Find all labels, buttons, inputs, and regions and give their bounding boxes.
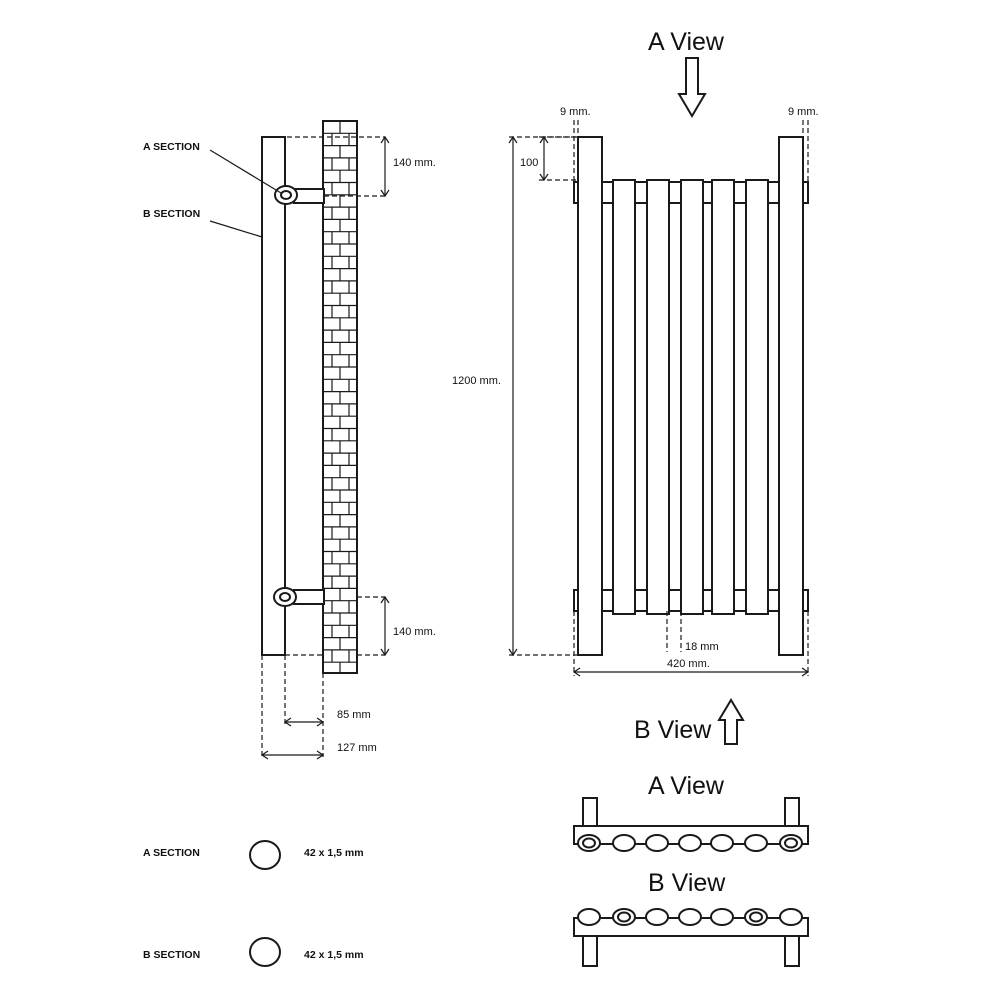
b-view-tube-circle (710, 908, 734, 926)
b-view-label: B View (648, 869, 726, 897)
legend-b-section-label: B SECTION (143, 949, 200, 961)
legend-b-section-spec: 42 x 1,5 mm (304, 949, 364, 961)
dim-9-right-label: 9 mm. (788, 106, 819, 118)
legend-b-section-circle (249, 937, 281, 967)
b-view-connection-ring (617, 911, 631, 923)
dim-9mm: 9 mm. 9 mm. (560, 106, 819, 182)
a-view-plan: A View (573, 772, 809, 852)
b-view-tube-circle (612, 908, 636, 926)
a-view-connection-ring (784, 837, 798, 849)
a-view-tube-circle (744, 834, 768, 852)
radiator-tube (745, 179, 769, 615)
top-bracket (274, 185, 325, 205)
top-bracket-hole (280, 190, 292, 200)
radiator-tube (680, 179, 704, 615)
b-view-plan: B View (573, 869, 809, 967)
label-a-section: A SECTION (143, 141, 200, 153)
radiator-tube (711, 179, 735, 615)
a-view-right-post (784, 797, 800, 827)
section-legend: A SECTION 42 x 1,5 mm B SECTION 42 x 1,5… (143, 840, 364, 967)
brick-wall (322, 120, 358, 674)
dim-18-label: 18 mm (685, 641, 719, 653)
b-view-tube-circle (645, 908, 669, 926)
right-post (778, 136, 804, 656)
bottom-bracket-ring (273, 587, 297, 607)
dim-100: 100 (520, 135, 578, 182)
dim-bottom-widths: 85 mm 127 mm (260, 655, 377, 760)
a-view-tube-sections (577, 834, 803, 852)
b-view-right-post (784, 935, 800, 967)
radiator-tube (612, 179, 636, 615)
legend-a-section-circle (249, 840, 281, 870)
bottom-bracket (273, 587, 325, 607)
dim-420-label: 420 mm. (667, 658, 710, 670)
leader-b-section (209, 220, 263, 238)
dim-100-label: 100 (520, 157, 538, 169)
dim-bottom-140-label: 140 mm. (393, 626, 436, 638)
dim-9-left-label: 9 mm. (560, 106, 591, 118)
legend-a-section-spec: 42 x 1,5 mm (304, 847, 364, 859)
vertical-tubes (612, 179, 769, 615)
side-view: A SECTION B SECTION 140 mm. 140 mm. (143, 120, 436, 760)
dim-bottom-140: 140 mm. (285, 595, 436, 657)
a-view-title: A View (648, 28, 725, 56)
b-view-tube-circle (577, 908, 601, 926)
a-view-tube-circle (577, 834, 601, 852)
dim-18: 18 mm (666, 611, 719, 653)
left-post (577, 136, 603, 656)
b-view-tube-sections (577, 908, 803, 926)
front-view: A View 9 mm. 9 mm. 100 (452, 28, 819, 745)
a-view-arrow-icon (677, 57, 707, 118)
a-view-tube-circle (645, 834, 669, 852)
dim-top-140: 140 mm. (287, 135, 436, 198)
brick-pattern (323, 121, 357, 673)
leader-a-section (209, 149, 282, 194)
dim-420: 420 mm. (572, 611, 810, 677)
b-view-connection-ring (749, 911, 763, 923)
bottom-bracket-arm (293, 589, 325, 605)
b-view-arrow-icon (717, 698, 745, 745)
bottom-bracket-hole (279, 592, 291, 602)
radiator-side-tube (261, 136, 286, 656)
a-view-connection-ring (582, 837, 596, 849)
dim-127-label: 127 mm (337, 742, 377, 754)
dim-1200: 1200 mm. (452, 135, 578, 657)
dim-1200-label: 1200 mm. (452, 375, 501, 387)
radiator-tube (646, 179, 670, 615)
a-view-tube-circle (710, 834, 734, 852)
a-view-tube-circle (779, 834, 803, 852)
b-view-left-post (582, 935, 598, 967)
top-bracket-arm (293, 188, 325, 204)
b-view-tube-circle (678, 908, 702, 926)
b-view-tube-circle (779, 908, 803, 926)
legend-a-section-label: A SECTION (143, 847, 200, 859)
a-view-tube-circle (678, 834, 702, 852)
label-b-section: B SECTION (143, 208, 200, 220)
b-view-title: B View (634, 716, 712, 744)
dim-top-140-label: 140 mm. (393, 157, 436, 169)
a-view-left-post (582, 797, 598, 827)
a-view-label: A View (648, 772, 725, 800)
dim-85-label: 85 mm (337, 709, 371, 721)
top-bracket-ring (274, 185, 298, 205)
b-view-tube-circle (744, 908, 768, 926)
a-view-tube-circle (612, 834, 636, 852)
